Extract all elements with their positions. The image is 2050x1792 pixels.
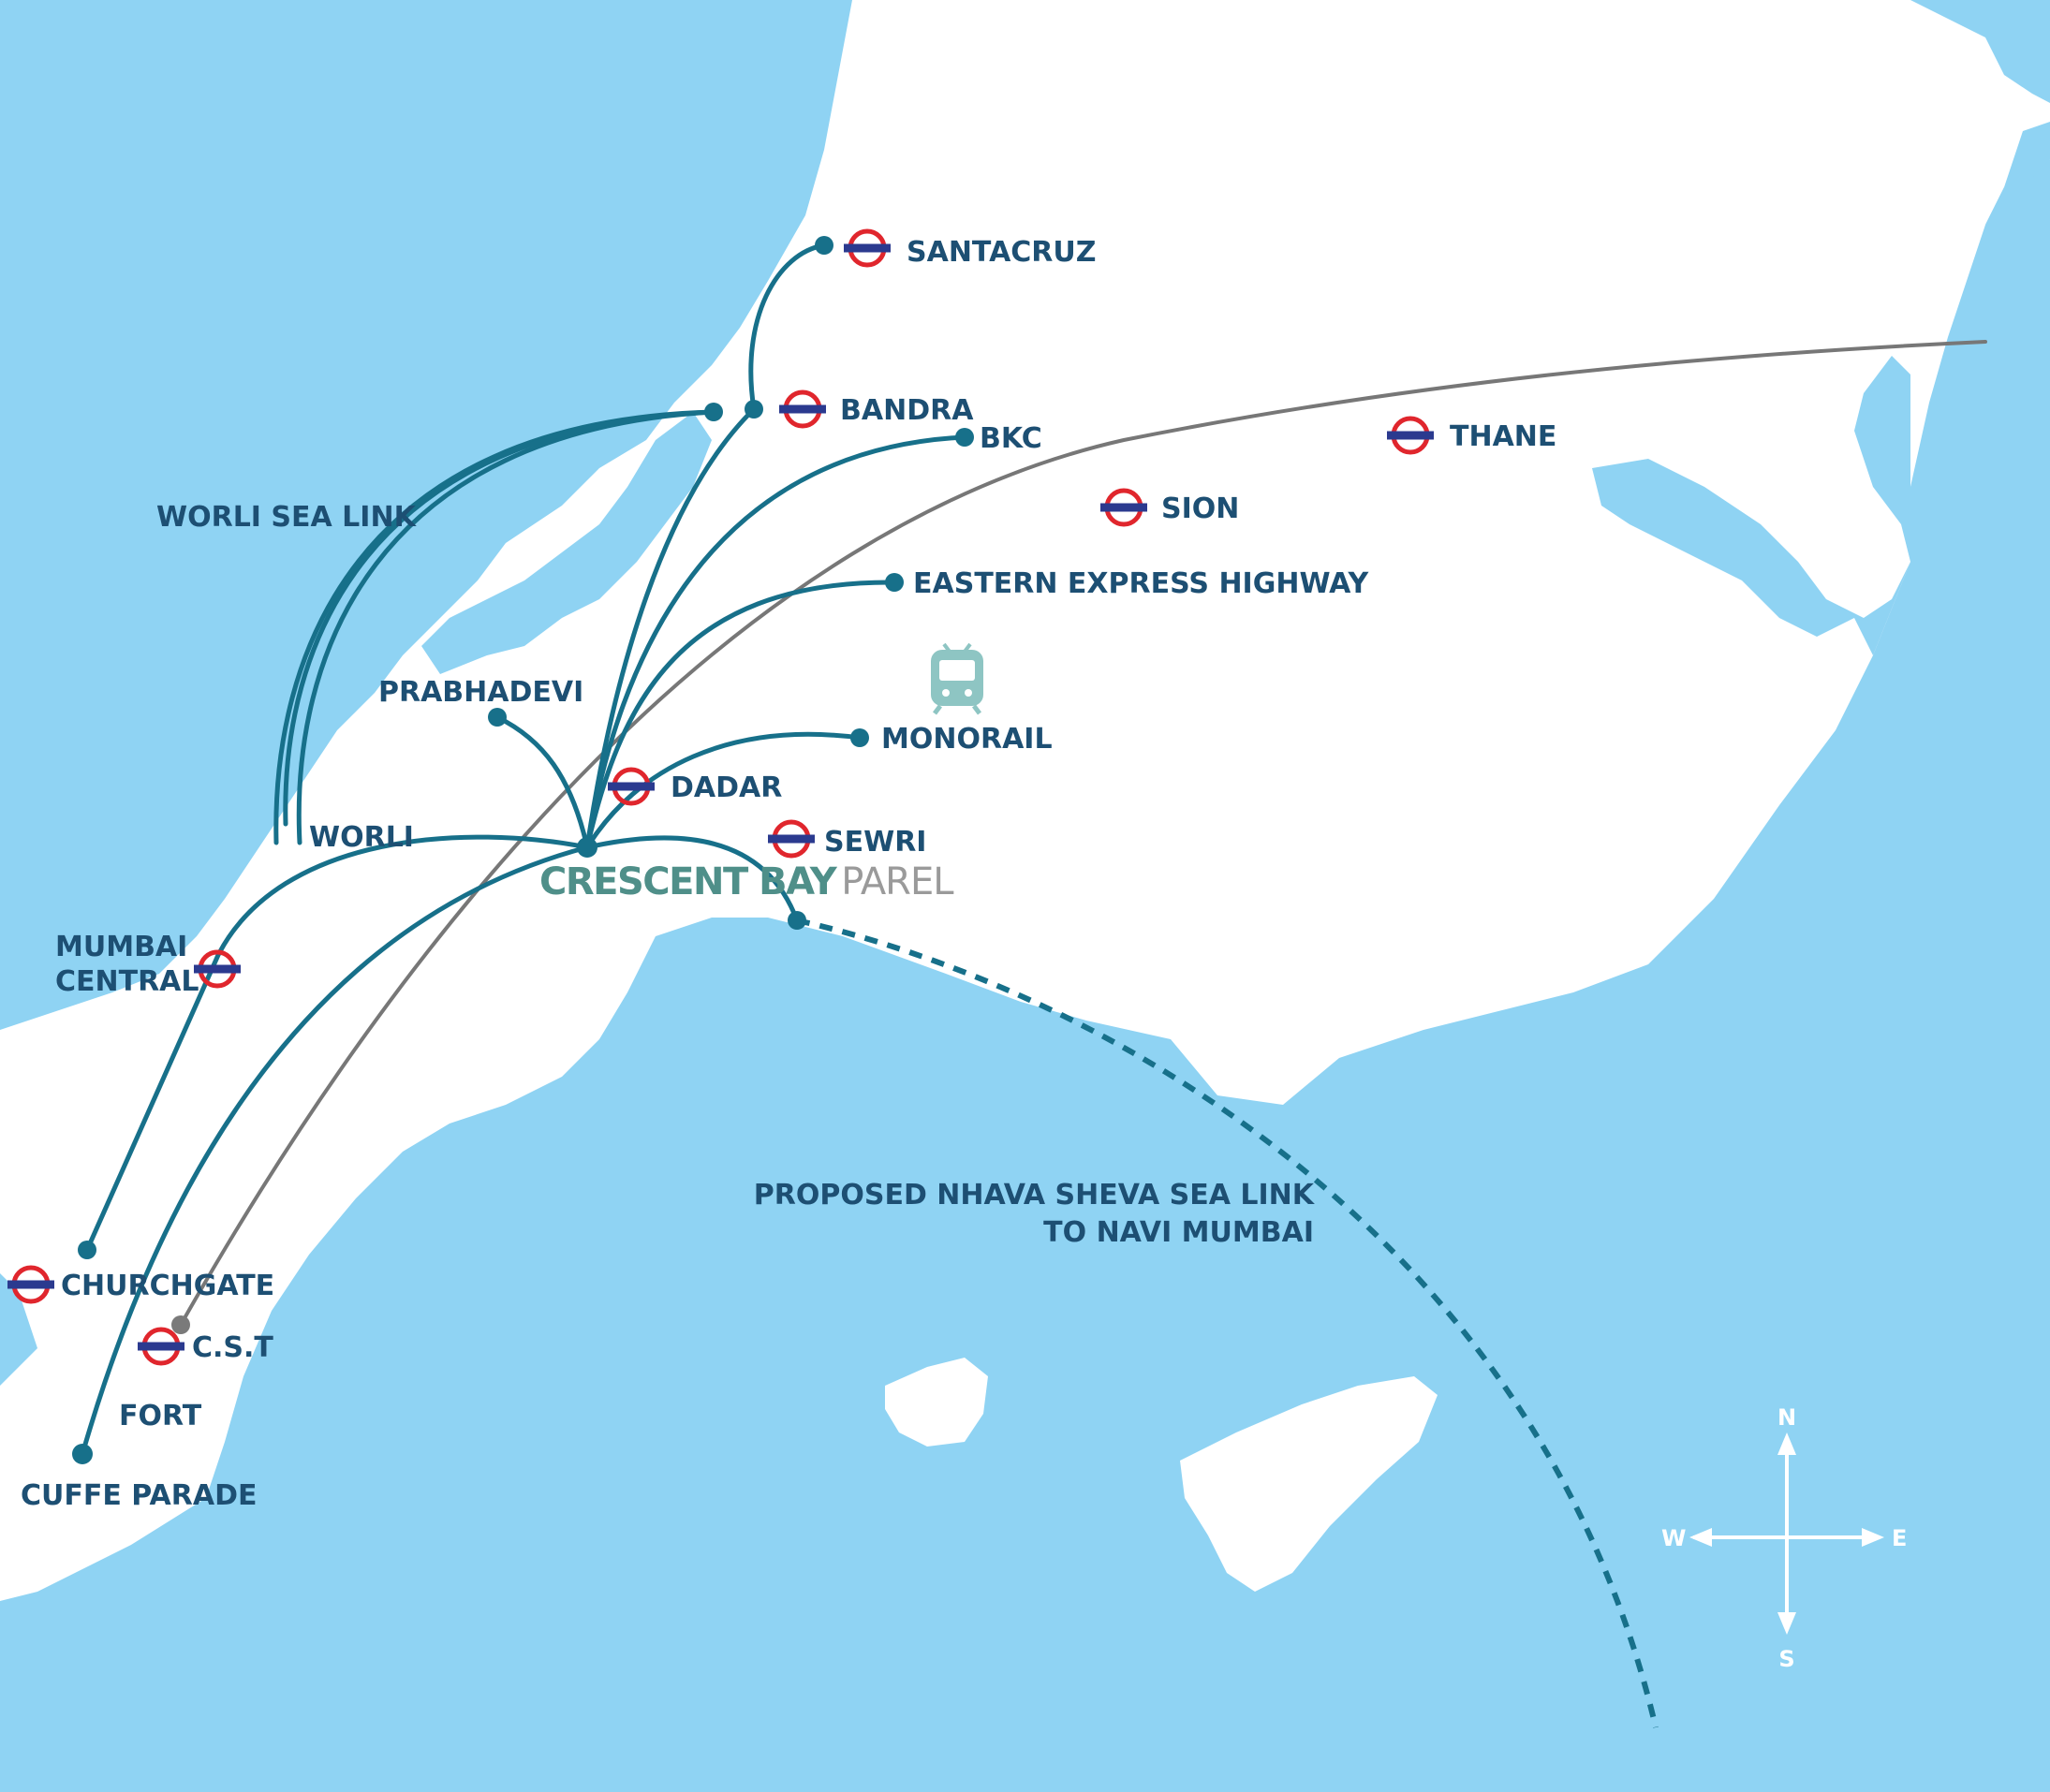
compass-e: E — [1892, 1525, 1907, 1551]
central-rail-line — [179, 340, 1987, 1327]
dot-cuffe-parade — [72, 1444, 93, 1464]
dot-santacruz — [815, 236, 833, 255]
label-churchgate: CHURCHGATE — [61, 1270, 274, 1302]
elephanta-island-large — [1180, 1376, 1438, 1592]
route-prabhadevi — [494, 714, 590, 850]
label-mumbai-central-1: MUMBAI — [55, 931, 187, 963]
route-monorail — [584, 731, 863, 850]
dot-monorail — [850, 728, 869, 747]
thane-creek — [1592, 356, 1910, 655]
dot-sewri-link — [788, 911, 806, 930]
route-endpoints — [72, 236, 974, 1464]
dot-bandra-a — [704, 403, 723, 421]
label-worli-sea-link: WORLI SEA LINK — [156, 501, 418, 534]
label-worli: WORLI — [309, 821, 414, 854]
islands — [885, 1358, 1438, 1592]
label-mumbai-central-2: CENTRAL — [55, 965, 199, 998]
elephanta-island-small — [885, 1358, 988, 1447]
worli-sea-link-b — [296, 409, 716, 845]
route-sewri — [584, 835, 800, 923]
label-sewri: SEWRI — [824, 826, 926, 859]
compass-n: N — [1777, 1404, 1796, 1431]
north-east-bay — [1985, 122, 2050, 225]
label-bkc: BKC — [980, 422, 1042, 455]
mainland — [0, 0, 2050, 1601]
label-monorail: MONORAIL — [881, 723, 1053, 756]
label-fort: FORT — [119, 1400, 202, 1432]
place-labels: BKC WORLI SEA LINK EASTERN EXPRESS HIGHW… — [21, 422, 1370, 1512]
label-santacruz: SANTACRUZ — [907, 236, 1097, 269]
land — [0, 0, 2050, 1601]
label-cst: C.S.T — [192, 1331, 273, 1364]
label-proposed-link-1: PROPOSED NHAVA SHEVA SEA LINK — [754, 1179, 1316, 1212]
mahim-creek — [421, 412, 712, 674]
label-bandra: BANDRA — [840, 394, 974, 427]
proposed-sea-link-route — [796, 918, 1659, 1728]
dot-bandra-b — [745, 400, 763, 419]
compass-s: S — [1778, 1646, 1794, 1672]
dot-prabhadevi — [488, 708, 507, 727]
label-cuffe-parade: CUFFE PARADE — [21, 1479, 257, 1512]
dot-crescent-bay — [577, 837, 597, 858]
dot-mumbai-central — [78, 1241, 96, 1259]
compass-rose-icon: N S E W — [1661, 1404, 1907, 1672]
inland-water — [421, 122, 2050, 674]
compass-w: W — [1661, 1525, 1686, 1551]
route-eeh — [584, 580, 897, 850]
routes — [80, 242, 1659, 1728]
route-santacruz — [748, 242, 827, 412]
brand-name: CRESCENT BAY — [539, 860, 838, 903]
dot-eeh — [885, 573, 904, 592]
label-prabhadevi: PRABHADEVI — [378, 676, 583, 709]
label-eeh: EASTERN EXPRESS HIGHWAY — [913, 567, 1370, 600]
label-dadar: DADAR — [671, 771, 782, 804]
dot-bkc — [955, 428, 974, 447]
route-worli-mc — [84, 834, 590, 1253]
dot-cst — [171, 1315, 190, 1334]
brand-suffix: PAREL — [841, 860, 954, 903]
route-bkc — [584, 434, 967, 850]
station-labels: SANTACRUZ BANDRA THANE SION DADAR SEWRI … — [55, 236, 1556, 1364]
monorail-train-icon — [931, 642, 983, 715]
label-sion: SION — [1161, 492, 1239, 525]
worli-sea-link-c — [283, 409, 716, 827]
label-thane: THANE — [1450, 420, 1556, 453]
label-proposed-link-2: TO NAVI MUMBAI — [1043, 1216, 1314, 1249]
route-cuffe-parade — [80, 845, 590, 1457]
